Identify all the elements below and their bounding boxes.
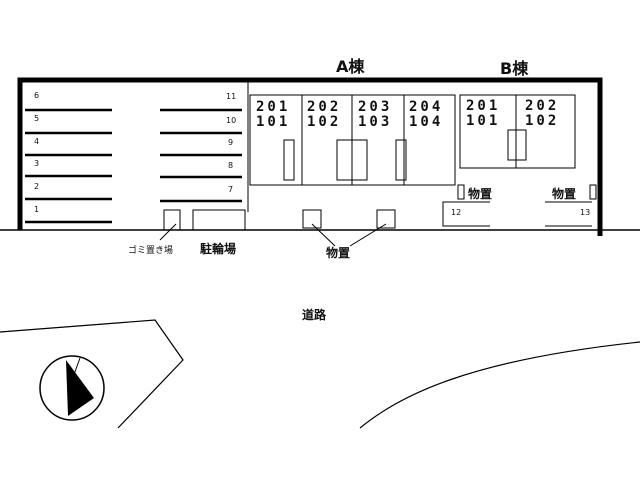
storage-a1 <box>302 209 322 229</box>
bicycle-area <box>192 209 246 231</box>
road-label: 道路 <box>302 308 327 322</box>
unit-a-204: 204 <box>409 99 444 115</box>
unit-b-201: 201 <box>466 98 501 114</box>
unit-a-103: 103 <box>358 114 393 130</box>
lot-boundary <box>17 77 603 236</box>
building-b <box>459 94 576 169</box>
storage-b1-label: 物置 <box>468 187 493 201</box>
parking-space-12: 12 <box>451 208 462 217</box>
parking-space-10: 10 <box>226 116 237 125</box>
bicycle-parking-label: 駐輪場 <box>200 242 237 256</box>
parking-space-9: 9 <box>228 138 234 147</box>
parking-space-6: 6 <box>34 91 40 100</box>
parking-space-2: 2 <box>34 182 40 191</box>
parking-space-8: 8 <box>228 161 234 170</box>
building-a-label: A棟 <box>336 57 365 76</box>
parking-space-5: 5 <box>34 114 40 123</box>
parking-space-3: 3 <box>34 159 40 168</box>
unit-b-202: 202 <box>525 98 560 114</box>
building-b-label: B棟 <box>500 59 529 78</box>
unit-a-201: 201 <box>256 99 291 115</box>
storage-b2-label: 物置 <box>552 187 577 201</box>
parking-lines-left <box>25 108 242 224</box>
parking-space-13: 13 <box>580 208 591 217</box>
parking-space-7: 7 <box>228 185 234 194</box>
north-compass <box>39 355 105 421</box>
parking-space-11: 11 <box>226 92 237 101</box>
unit-b-102: 102 <box>525 113 560 129</box>
storage-a2 <box>376 209 396 229</box>
north-arrow-icon <box>66 360 94 416</box>
parking-space-4: 4 <box>34 137 40 146</box>
parking-space-1: 1 <box>34 205 40 214</box>
garbage-label: ゴミ置き場 <box>128 246 174 256</box>
unit-a-104: 104 <box>409 114 444 130</box>
garbage-area <box>163 209 181 231</box>
unit-a-101: 101 <box>256 114 291 130</box>
unit-a-202: 202 <box>307 99 342 115</box>
storage-label: 物置 <box>326 246 351 260</box>
unit-b-101: 101 <box>466 113 501 129</box>
unit-a-102: 102 <box>307 114 342 130</box>
unit-a-203: 203 <box>358 99 393 115</box>
